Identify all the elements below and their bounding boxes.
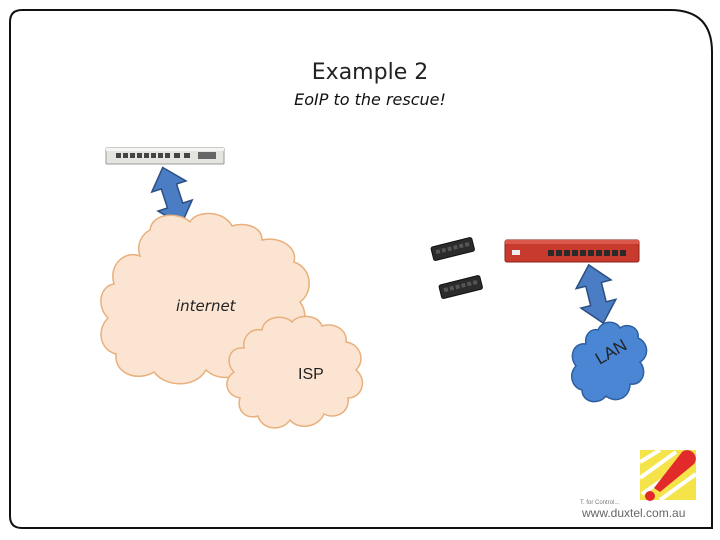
- lan-cloud-icon: [571, 321, 648, 403]
- logo-tagline: T. for Control...: [580, 500, 620, 506]
- isp-label: ISP: [298, 366, 324, 383]
- router-icon: [504, 239, 640, 263]
- double-arrow-icon: [574, 263, 618, 325]
- switch-icon: [430, 237, 475, 261]
- duxtel-logo-icon: [638, 448, 698, 502]
- isp-cloud-icon: [226, 315, 364, 429]
- slide-border: [9, 9, 713, 529]
- logo-url: www.duxtel.com.au: [582, 506, 686, 520]
- slide-subtitle: EoIP to the rescue!: [294, 90, 446, 109]
- rack-router-icon: [105, 147, 225, 165]
- switch-icon: [438, 275, 483, 299]
- slide-title: Example 2: [311, 60, 429, 85]
- internet-label: internet: [176, 297, 236, 315]
